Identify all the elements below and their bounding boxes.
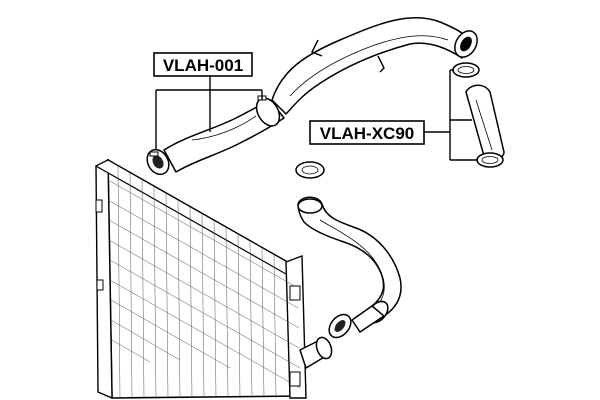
intercooler-radiator [94,158,333,400]
label-vlah-001: VLAH-001 [153,52,253,77]
upper-charge-pipe [271,16,478,115]
right-replacement-hose [452,62,505,168]
leader-lines-left [155,76,263,150]
label-vlah-001-text: VLAH-001 [163,56,243,75]
radiator-core-grid [107,165,301,399]
lower-intercooler-hose [295,161,402,339]
label-vlah-xc90-text: VLAH-XC90 [320,124,414,143]
label-vlah-xc90: VLAH-XC90 [309,120,425,145]
left-intercooler-hose [146,95,285,176]
leader-lines-right [424,69,478,161]
